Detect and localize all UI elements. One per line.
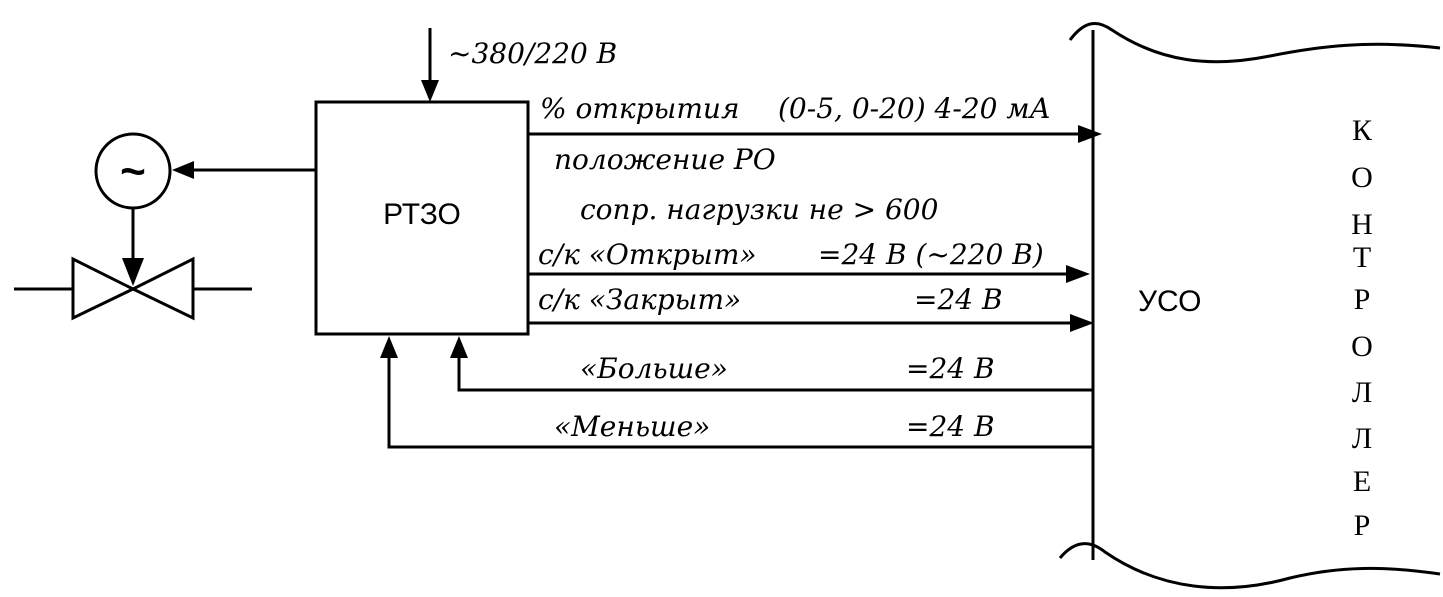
controller-label: К О Н Т Р О Л Л Е Р bbox=[1351, 114, 1373, 542]
signal-more-voltage-label: =24 В bbox=[906, 352, 995, 385]
controller-letter: Т bbox=[1353, 241, 1371, 274]
signal-open-percent-arrow bbox=[528, 125, 1102, 143]
signal-more-label: «Больше» bbox=[580, 352, 728, 385]
supply-label: ~380/220 В bbox=[448, 37, 617, 70]
signal-open-contact-arrow bbox=[528, 265, 1090, 283]
supply-arrow bbox=[421, 28, 439, 102]
actuator-block-label: РТЗО bbox=[383, 198, 461, 231]
signal-position-label: положение РО bbox=[554, 143, 776, 176]
signal-open-contact-label: с/к «Открыт» bbox=[538, 238, 757, 271]
controller-letter: Р bbox=[1354, 509, 1371, 542]
controller-outline bbox=[1058, 21, 1441, 590]
interface-block-label: УСО bbox=[1138, 285, 1201, 318]
valve-stem bbox=[122, 208, 144, 286]
valve-icon bbox=[14, 256, 252, 321]
signal-range-label: (0-5, 0-20) 4-20 мА bbox=[778, 92, 1051, 125]
controller-letter: Л bbox=[1352, 422, 1372, 455]
controller-letter: Л bbox=[1352, 376, 1372, 409]
signal-load-label: сопр. нагрузки не > 600 bbox=[580, 193, 938, 226]
controller-letter: Е bbox=[1353, 465, 1371, 498]
actuator-block bbox=[314, 100, 530, 336]
signal-closed-contact-label: с/к «Закрыт» bbox=[538, 283, 741, 316]
signal-open-percent-label: % открытия bbox=[540, 92, 740, 125]
signal-less-voltage-label: =24 В bbox=[906, 410, 995, 443]
controller-letter: Н bbox=[1351, 208, 1373, 241]
signal-less-label: «Меньше» bbox=[554, 410, 710, 443]
signal-less-arrow bbox=[380, 336, 1093, 449]
signal-closed-contact-arrow bbox=[528, 314, 1094, 332]
controller-letter: О bbox=[1351, 330, 1373, 363]
signal-more-arrow bbox=[450, 336, 1093, 392]
controller-letter: Р bbox=[1354, 283, 1371, 316]
signal-closed-voltage-label: =24 В bbox=[914, 283, 1003, 316]
controller-letter: О bbox=[1351, 161, 1373, 194]
motor-symbol: ~ bbox=[120, 147, 146, 196]
signal-open-voltage-label: =24 В (~220 В) bbox=[818, 238, 1044, 271]
controller-letter: К bbox=[1352, 114, 1373, 147]
motor-link bbox=[172, 161, 316, 179]
